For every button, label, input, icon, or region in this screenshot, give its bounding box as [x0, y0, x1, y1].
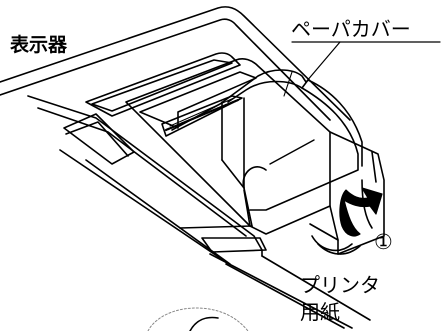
side-recess — [63, 113, 135, 165]
printer-paper-label-line1: プリンタ — [300, 273, 380, 297]
curved-arrow-icon — [339, 187, 383, 237]
paper-cover — [171, 69, 363, 227]
guide-circle — [147, 307, 249, 331]
device-body — [0, 6, 371, 329]
printer-paper-label-line2: 用紙 — [300, 300, 340, 324]
hinge-side — [309, 131, 385, 255]
step-number-label: ① — [374, 230, 393, 254]
paper-cover-label: ペーパカバー — [291, 17, 411, 41]
display-label: 表示器 — [10, 34, 68, 56]
printer-opening — [125, 58, 331, 235]
pointer-line — [291, 41, 441, 83]
display-window — [85, 52, 241, 117]
front-panel — [179, 189, 267, 253]
